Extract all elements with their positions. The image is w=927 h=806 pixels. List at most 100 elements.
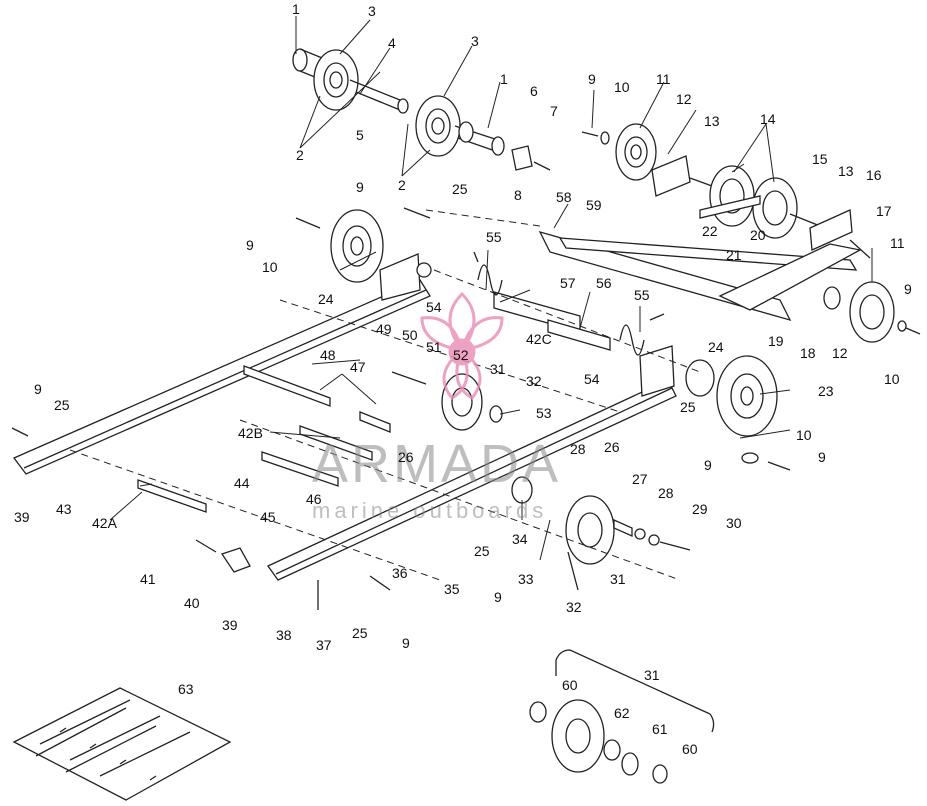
callout-label: 31 — [644, 667, 660, 683]
callout-label: 9 — [246, 237, 254, 253]
track-section — [12, 687, 232, 801]
watermark-logo-icon — [420, 291, 504, 400]
callout-label: 33 — [518, 571, 534, 587]
callout-label: 25 — [474, 543, 490, 559]
callout-label: 11 — [890, 235, 905, 251]
callout-label: 36 — [392, 565, 408, 581]
leader-lines — [109, 16, 873, 561]
callout-label: 57 — [560, 275, 576, 291]
wheel-detail-31 — [529, 649, 715, 784]
callout-label: 2 — [296, 147, 304, 163]
callout-label: 55 — [634, 287, 650, 303]
torsion-springs — [473, 251, 665, 356]
callout-label: 54 — [426, 299, 442, 315]
callout-label: 60 — [562, 677, 578, 693]
watermark-tagline: marine outboards — [312, 498, 547, 523]
callout-label: 53 — [536, 405, 552, 421]
callout-label: 24 — [708, 339, 724, 355]
upper-front-axle-assembly — [292, 48, 551, 171]
watermark: ARMADA marine outboards — [312, 291, 558, 523]
callout-label: 12 — [676, 91, 692, 107]
callout-label: 50 — [402, 327, 418, 343]
callout-label: 25 — [680, 399, 696, 415]
callout-label: 42B — [238, 425, 263, 441]
callout-label: 19 — [768, 333, 784, 349]
callout-label: 54 — [584, 371, 600, 387]
callout-label: 37 — [316, 637, 332, 653]
parts-artwork — [11, 16, 921, 801]
callout-label: 47 — [350, 359, 366, 375]
callout-numbers: 1 3 4 3 1 5 6 7 2 2 8 9 10 11 12 13 14 1… — [14, 1, 912, 757]
callout-label: 25 — [452, 181, 468, 197]
callout-label: 28 — [658, 485, 674, 501]
callout-label: 26 — [398, 449, 414, 465]
callout-label: 14 — [760, 111, 776, 127]
callout-label: 30 — [726, 515, 742, 531]
front-left-idler — [295, 207, 431, 283]
callout-label: 26 — [604, 439, 620, 455]
callout-label: 7 — [550, 103, 558, 119]
callout-label: 46 — [306, 491, 322, 507]
callout-label: 31 — [490, 361, 506, 377]
callout-label: 39 — [222, 617, 238, 633]
callout-label: 9 — [904, 281, 912, 297]
callout-label: 51 — [426, 339, 442, 355]
cross-shafts — [137, 291, 611, 513]
upper-rear-assembly — [538, 123, 871, 322]
callout-label: 45 — [260, 509, 276, 525]
left-rail — [12, 253, 432, 475]
callout-label: 32 — [526, 373, 542, 389]
callout-label: 42A — [92, 515, 118, 531]
callout-label: 43 — [56, 501, 72, 517]
callout-label: 48 — [320, 347, 336, 363]
callout-label: 9 — [818, 449, 826, 465]
callout-label: 9 — [494, 589, 502, 605]
callout-label: 38 — [276, 627, 292, 643]
callout-label: 3 — [368, 3, 376, 19]
callout-label: 28 — [570, 441, 586, 457]
callout-label: 63 — [178, 681, 194, 697]
callout-label: 60 — [682, 741, 698, 757]
callout-label: 55 — [486, 229, 502, 245]
callout-label: 10 — [796, 427, 812, 443]
callout-label: 39 — [14, 509, 30, 525]
callout-label: 20 — [750, 227, 766, 243]
callout-label: 44 — [234, 475, 250, 491]
callout-label: 12 — [832, 345, 848, 361]
callout-label: 4 — [388, 35, 396, 51]
callout-label: 24 — [318, 291, 334, 307]
callout-label: 62 — [614, 705, 630, 721]
callout-label: 9 — [356, 179, 364, 195]
callout-label: 61 — [652, 721, 668, 737]
callout-label: 10 — [262, 259, 278, 275]
callout-label: 3 — [471, 33, 479, 49]
callout-label: 15 — [812, 151, 828, 167]
callout-label: 2 — [398, 177, 406, 193]
callout-label: 9 — [704, 457, 712, 473]
callout-label: 58 — [556, 189, 572, 205]
callout-label: 5 — [356, 127, 364, 143]
callout-label: 31 — [610, 571, 626, 587]
callout-label: 13 — [838, 163, 854, 179]
center-wheel-assembly — [391, 371, 503, 431]
callout-label: 29 — [692, 501, 708, 517]
callout-label: 17 — [876, 203, 892, 219]
callout-label: 6 — [530, 83, 538, 99]
callout-label: 21 — [726, 247, 742, 263]
callout-label: 35 — [444, 581, 460, 597]
callout-label: 40 — [184, 595, 200, 611]
lower-right-wheel — [685, 355, 791, 471]
callout-label: 34 — [512, 531, 528, 547]
callout-label: 22 — [702, 223, 718, 239]
callout-label: 9 — [588, 71, 596, 87]
callout-label: 27 — [632, 471, 648, 487]
callout-label: 1 — [292, 1, 300, 17]
callout-label: 23 — [818, 383, 834, 399]
callout-label: 32 — [566, 599, 582, 615]
callout-label: 42C — [526, 331, 552, 347]
callout-label: 25 — [352, 625, 368, 641]
lower-hardware — [11, 427, 391, 610]
right-idler-assembly — [823, 281, 921, 343]
callout-label: 10 — [884, 371, 900, 387]
